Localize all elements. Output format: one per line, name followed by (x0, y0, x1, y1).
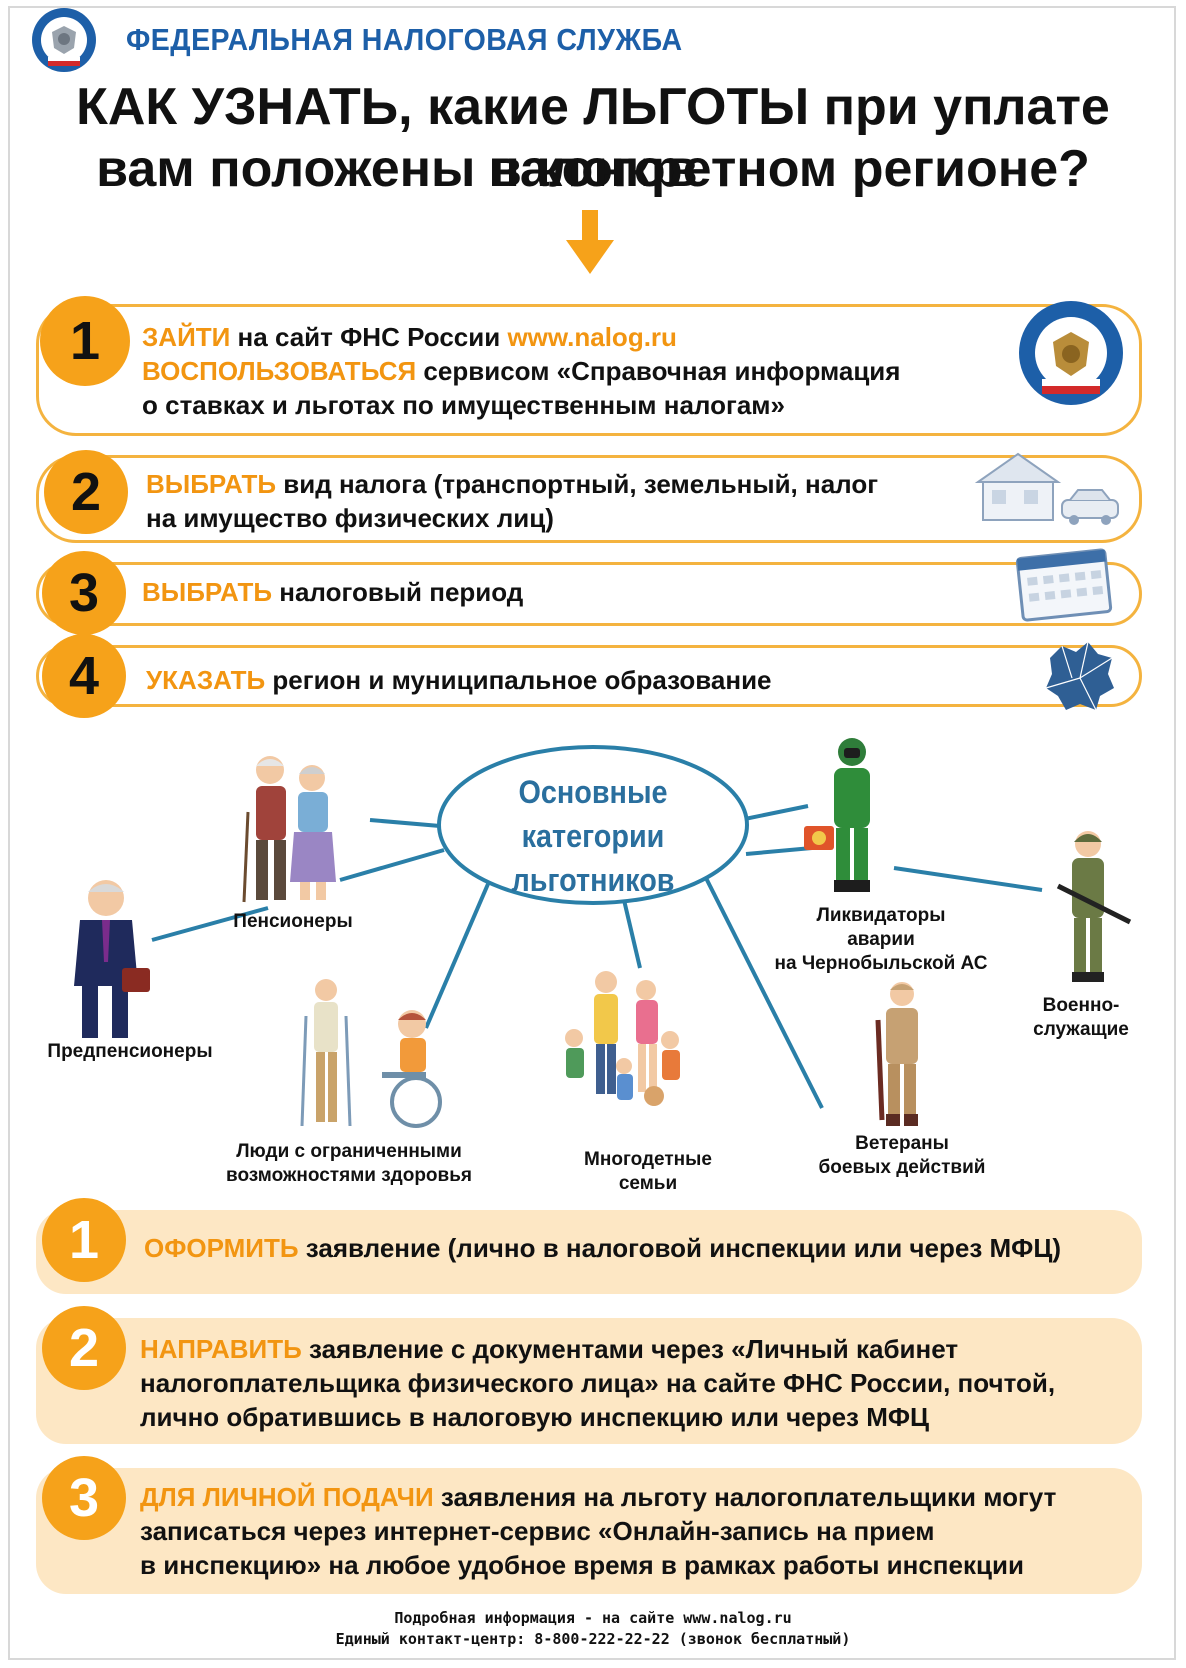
footer-info: Подробная информация - на сайте www.nalo… (394, 1609, 792, 1627)
veterans-illustration (875, 982, 918, 1126)
step-4-box (36, 645, 1142, 707)
action-3-line1: ДЛЯ ЛИЧНОЙ ПОДАЧИ заявления на льготу на… (140, 1480, 1056, 1514)
org-name: ФЕДЕРАЛЬНАЯ НАЛОГОВАЯ СЛУЖБА (126, 22, 683, 57)
step-1-action-2: ВОСПОЛЬЗОВАТЬСЯ (142, 356, 417, 386)
large-families-label-line1: Многодетные (584, 1149, 712, 1170)
step-1-text: на сайт ФНС России (230, 322, 508, 352)
categories-title-line3: льготников (511, 862, 675, 898)
chernobyl-label-line2: аварии (847, 929, 915, 950)
military-label-line2: служащие (1033, 1019, 1129, 1040)
step-2-number: 2 (44, 450, 128, 534)
disabled-people-illustration (300, 979, 442, 1128)
step-4-text: регион и муниципальное образование (265, 665, 772, 695)
large-families-label: Многодетные семьи (548, 1148, 748, 1196)
chernobyl-liquidator-illustration (804, 738, 870, 892)
fns-seal-icon (1019, 301, 1123, 405)
action-3-text: заявления на льготу налогоплательщики мо… (433, 1482, 1057, 1512)
step-2-action: ВЫБРАТЬ (146, 469, 277, 499)
chernobyl-label-line3: на Чернобыльской АС (774, 953, 988, 974)
step-1-number: 1 (40, 296, 130, 386)
action-1-number: 1 (42, 1198, 126, 1282)
action-3-verb: ДЛЯ ЛИЧНОЙ ПОДАЧИ (140, 1482, 434, 1512)
step-3-number: 3 (42, 551, 126, 635)
categories-title-line1: Основные (518, 774, 668, 810)
action-2-line3: лично обратившись в налоговую инспекцию … (140, 1402, 930, 1432)
pensioners-label: Пенсионеры (233, 911, 353, 932)
veterans-label-line2: боевых действий (818, 1157, 986, 1178)
step-1-box (36, 304, 1142, 436)
action-2-verb: НАПРАВИТЬ (140, 1334, 302, 1364)
action-1-line1: ОФОРМИТЬ заявление (лично в налоговой ин… (144, 1231, 1061, 1265)
step-1-text-2: сервисом «Справочная информация (416, 356, 901, 386)
region-map-icon (1045, 641, 1114, 711)
step-1-line1: ЗАЙТИ на сайт ФНС России www.nalog.ru (142, 320, 677, 354)
pre-pensioners-illustration (74, 880, 150, 1038)
step-1-action: ЗАЙТИ (142, 322, 231, 352)
action-2-text: заявление с документами через «Личный ка… (301, 1334, 959, 1364)
pre-pensioners-label: Предпенсионеры (47, 1041, 213, 1062)
chernobyl-label-line1: Ликвидаторы (816, 905, 946, 926)
action-1-text: заявление (лично в налоговой инспекции и… (298, 1233, 1061, 1263)
military-illustration (1056, 831, 1132, 982)
step-4-number: 4 (42, 634, 126, 718)
step-2-line1: ВЫБРАТЬ вид налога (транспортный, земель… (146, 467, 878, 501)
calendar-icon (1015, 548, 1113, 622)
action-2-number: 2 (42, 1306, 126, 1390)
action-1-verb: ОФОРМИТЬ (144, 1233, 299, 1263)
large-families-label-line2: семьи (618, 1173, 678, 1194)
pensioners-illustration (242, 756, 336, 903)
page-title-line1: КАК УЗНАТЬ, какие ЛЬГОТЫ при уплате нало… (76, 78, 1110, 198)
step-2-text: вид налога (транспортный, земельный, нал… (276, 469, 879, 499)
disabled-label-line2: возможностями здоровья (226, 1165, 472, 1186)
page-title-line2: вам положены в конкретном регионе? (96, 140, 1090, 198)
categories-title-line2: категории (521, 818, 665, 854)
arrow-down-icon (566, 210, 614, 274)
step-3-action: ВЫБРАТЬ (142, 577, 273, 607)
action-3-line2: записаться через интернет-сервис «Онлайн… (140, 1516, 935, 1546)
action-2-line1: НАПРАВИТЬ заявление с документами через … (140, 1332, 958, 1366)
military-label-line1: Военно- (1042, 995, 1120, 1016)
nalog-link[interactable]: www.nalog.ru (507, 322, 677, 352)
house-car-icon (974, 452, 1119, 525)
step-3-box (36, 562, 1142, 626)
action-3-line3: в инспекцию» на любое удобное время в ра… (140, 1550, 1024, 1580)
fns-emblem-icon (32, 8, 96, 72)
step-3-line1: ВЫБРАТЬ налоговый период (142, 575, 523, 609)
categories-ellipse (437, 745, 749, 905)
step-4-line1: УКАЗАТЬ регион и муниципальное образован… (146, 663, 772, 697)
step-1-line2: ВОСПОЛЬЗОВАТЬСЯ сервисом «Справочная инф… (142, 354, 900, 388)
action-2-box (36, 1318, 1142, 1444)
military-label: Военно- служащие (1006, 994, 1156, 1042)
step-2-line2: на имущество физических лиц) (146, 503, 554, 533)
action-1-box (36, 1210, 1142, 1294)
action-3-box (36, 1468, 1142, 1594)
veterans-label-line1: Ветераны (855, 1133, 949, 1154)
veterans-label: Ветераны боевых действий (782, 1132, 1022, 1180)
disabled-label: Люди с ограниченными возможностями здоро… (196, 1140, 502, 1188)
step-2-box (36, 455, 1142, 543)
step-3-text: налоговый период (272, 577, 524, 607)
disabled-label-line1: Люди с ограниченными (236, 1141, 462, 1162)
chernobyl-label: Ликвидаторы аварии на Чернобыльской АС (736, 904, 1026, 976)
action-3-number: 3 (42, 1456, 126, 1540)
step-1-line3: о ставках и льготах по имущественным нал… (142, 390, 785, 420)
step-4-action: УКАЗАТЬ (146, 665, 266, 695)
page-frame (8, 6, 1176, 1660)
categories-title: Основные категории льготников (452, 770, 735, 902)
large-families-illustration (565, 971, 680, 1106)
action-2-line2: налогоплательщика физического лица» на с… (140, 1368, 1056, 1398)
footer-contact: Единый контакт-центр: 8-800-222-22-22 (з… (335, 1630, 851, 1648)
